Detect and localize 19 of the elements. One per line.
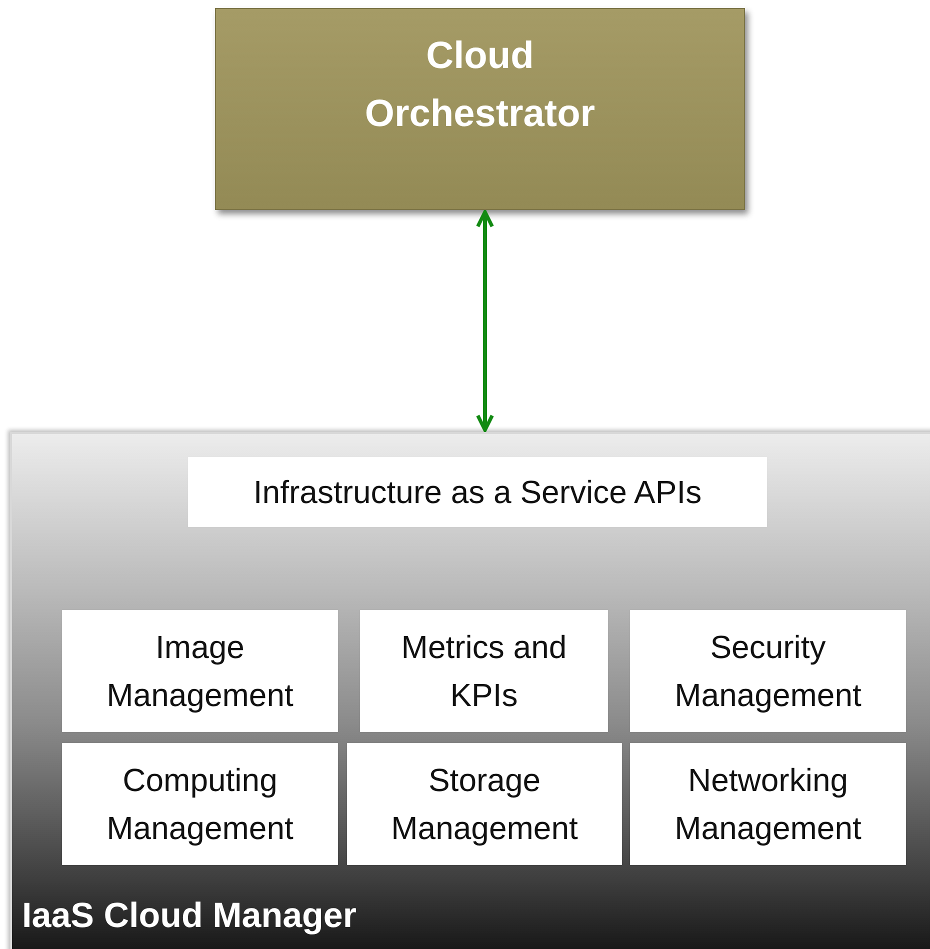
component-box (188, 457, 767, 527)
component-label: Storage Management (390, 761, 579, 848)
component-box (630, 743, 906, 865)
component-box (630, 610, 906, 732)
manager-panel (10, 432, 930, 949)
panel-heading: IaaS Cloud Manager (22, 896, 357, 936)
component-box (62, 743, 338, 865)
component-label: Security Management (674, 628, 862, 715)
component-label: Computing Management (106, 761, 294, 848)
box-title: Cloud Orchestrator (364, 34, 596, 137)
component-box (347, 743, 622, 865)
orchestrator-box (215, 8, 745, 210)
double-arrow (476, 210, 494, 432)
component-box (360, 610, 608, 732)
component-label: Metrics and KPIs (400, 628, 568, 715)
component-label: Infrastructure as a Service APIs (252, 473, 703, 512)
component-label: Networking Management (674, 761, 862, 848)
component-label: Image Management (106, 628, 294, 715)
component-box (62, 610, 338, 732)
